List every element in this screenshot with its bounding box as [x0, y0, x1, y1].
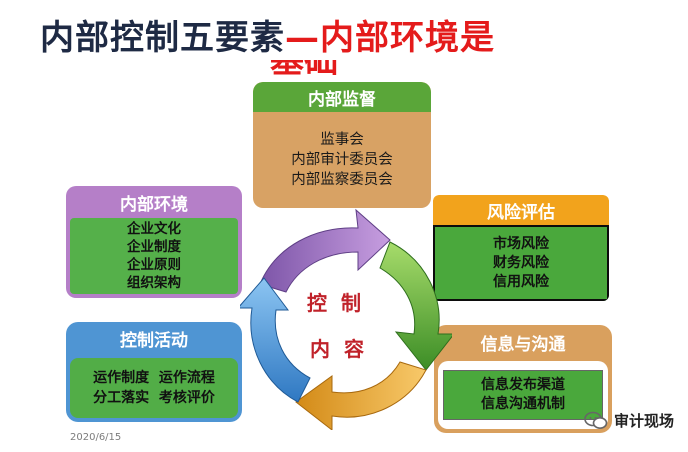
environment-list: 企业文化 企业制度 企业原则 组织架构 [70, 218, 238, 294]
environment-header: 内部环境 [120, 194, 188, 215]
risk-box: 风险评估 市场风险 财务风险 信用风险 [433, 195, 609, 301]
title-overflow: 基础 [270, 60, 360, 82]
arrow-blue [240, 277, 311, 403]
info-box: 信息与沟通 信息发布渠道 信息沟通机制 [434, 325, 612, 433]
title-main: 内部控制五要素 [40, 18, 285, 58]
risk-item: 财务风险 [493, 254, 549, 271]
brand-name: 审计现场 [613, 412, 674, 430]
supervise-box: 内部监督 监事会 内部审计委员会 内部监察委员会 [253, 82, 431, 208]
core-label-top: 控制 [307, 291, 375, 315]
wechat-icon [584, 411, 608, 429]
info-header: 信息与沟通 [480, 334, 566, 355]
environment-item: 企业制度 [127, 239, 181, 255]
brand-watermark: 审计现场 [584, 410, 674, 431]
environment-item: 组织架构 [127, 275, 181, 291]
core-label-bottom: 内容 [310, 337, 378, 361]
cycle-arrows [240, 208, 452, 430]
supervise-item: 内部审计委员会 [291, 152, 393, 168]
title-overflow-text: 基础 [270, 60, 338, 81]
title-emphasis: —内部环境是 [285, 18, 495, 58]
arrow-green [379, 241, 452, 371]
supervise-header: 内部监督 [253, 82, 431, 112]
supervise-list: 监事会 内部审计委员会 内部监察委员会 [253, 112, 431, 208]
slide-date: 2020/6/15 [70, 432, 122, 443]
supervise-item: 内部监察委员会 [291, 172, 393, 188]
control-list: 运作制度 运作流程 分工落实 考核评价 [70, 358, 238, 418]
risk-header: 风险评估 [433, 195, 609, 228]
environment-item: 企业文化 [127, 221, 181, 237]
environment-box: 内部环境 企业文化 企业制度 企业原则 组织架构 [66, 186, 242, 298]
control-item: 运作制度 运作流程 [93, 370, 215, 386]
control-item: 分工落实 考核评价 [93, 390, 215, 406]
info-body: 信息发布渠道 信息沟通机制 [438, 361, 608, 429]
risk-item: 市场风险 [493, 235, 549, 252]
info-item: 信息沟通机制 [481, 396, 565, 412]
risk-list: 市场风险 财务风险 信用风险 [433, 225, 609, 301]
control-header: 控制活动 [120, 330, 188, 351]
info-list: 信息发布渠道 信息沟通机制 [443, 370, 603, 420]
arrow-orange [295, 361, 427, 430]
arrow-purple [259, 208, 391, 293]
environment-item: 企业原则 [127, 257, 181, 273]
control-box: 控制活动 运作制度 运作流程 分工落实 考核评价 [66, 322, 242, 422]
slide-title: 内部控制五要素—内部环境是 [40, 12, 680, 64]
info-item: 信息发布渠道 [481, 377, 565, 393]
supervise-item: 监事会 [320, 132, 364, 148]
risk-item: 信用风险 [493, 273, 549, 290]
